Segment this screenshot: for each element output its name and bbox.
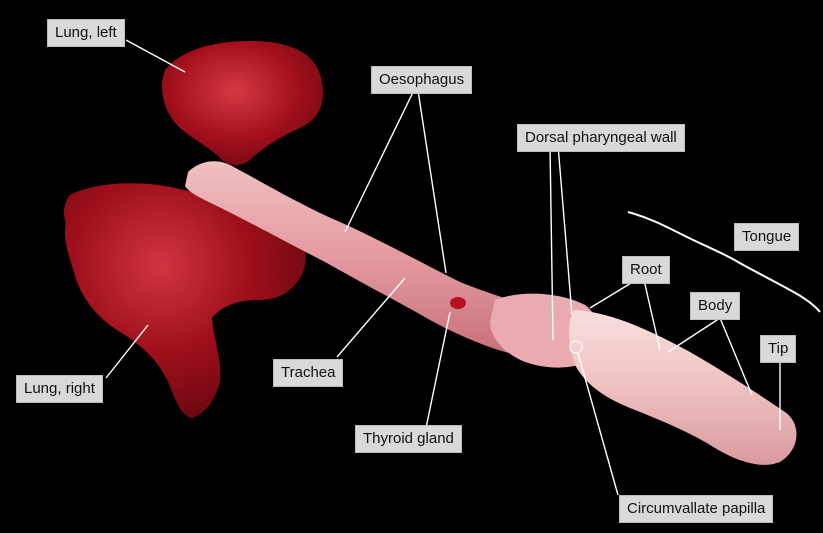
label-body: Body bbox=[690, 292, 741, 320]
leader-lines bbox=[105, 39, 781, 496]
right-lung-shape bbox=[63, 183, 306, 418]
tongue-shape bbox=[568, 310, 797, 465]
papilla-shape bbox=[569, 340, 583, 354]
label-root: Root bbox=[622, 256, 670, 284]
label-circumvallate-papilla: Circumvallate papilla bbox=[619, 495, 774, 523]
label-dorsal-pharyngeal-wall: Dorsal pharyngeal wall bbox=[517, 124, 685, 152]
trachea-shape bbox=[185, 161, 575, 355]
label-trachea: Trachea bbox=[273, 359, 344, 387]
label-thyroid-gland: Thyroid gland bbox=[355, 425, 462, 453]
label-tongue: Tongue bbox=[734, 223, 800, 251]
label-tip: Tip bbox=[760, 335, 797, 363]
thyroid-shape bbox=[450, 297, 466, 309]
label-lung-right: Lung, right bbox=[16, 375, 103, 403]
left-lung-shape bbox=[162, 40, 324, 166]
label-oesophagus: Oesophagus bbox=[371, 66, 473, 94]
label-lung-left: Lung, left bbox=[47, 19, 125, 47]
tongue-bracket bbox=[627, 211, 821, 313]
